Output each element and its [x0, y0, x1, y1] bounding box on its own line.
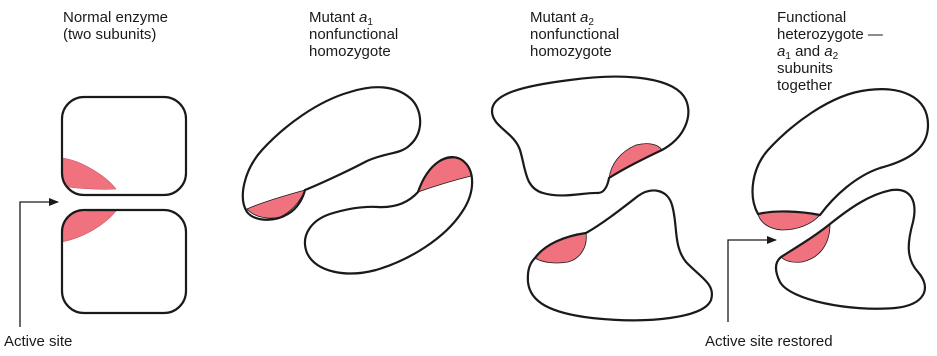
normal-subunit-bottom	[62, 210, 186, 313]
mutant-a1-subunit-left	[243, 87, 420, 220]
heterozygote-subunit-top	[753, 89, 928, 230]
heterozygote-enzyme	[728, 89, 928, 322]
mutant-a2-subunit-top-outline	[492, 77, 688, 196]
heterozygote-subunit-top-outline	[753, 89, 928, 215]
normal-enzyme	[20, 97, 186, 327]
active-site-pocket-normal-top	[62, 158, 116, 189]
mutant-a2-enzyme	[492, 77, 712, 321]
heterozygote-subunit-bottom	[776, 190, 925, 309]
active-site-pocket-a1-left	[247, 190, 305, 218]
mutant-a1-enzyme	[243, 87, 472, 273]
mutant-a1-subunit-left-outline	[243, 87, 420, 220]
mutant-a2-subunit-top	[492, 77, 688, 196]
active-site-pocket-a2-bottom	[535, 233, 586, 263]
mutant-a2-subunit-bottom	[528, 190, 712, 320]
normal-subunit-top	[62, 97, 186, 195]
mutant-a1-subunit-right	[305, 157, 472, 273]
active-site-arrow	[20, 202, 58, 327]
active-site-restored-arrow	[728, 240, 776, 322]
